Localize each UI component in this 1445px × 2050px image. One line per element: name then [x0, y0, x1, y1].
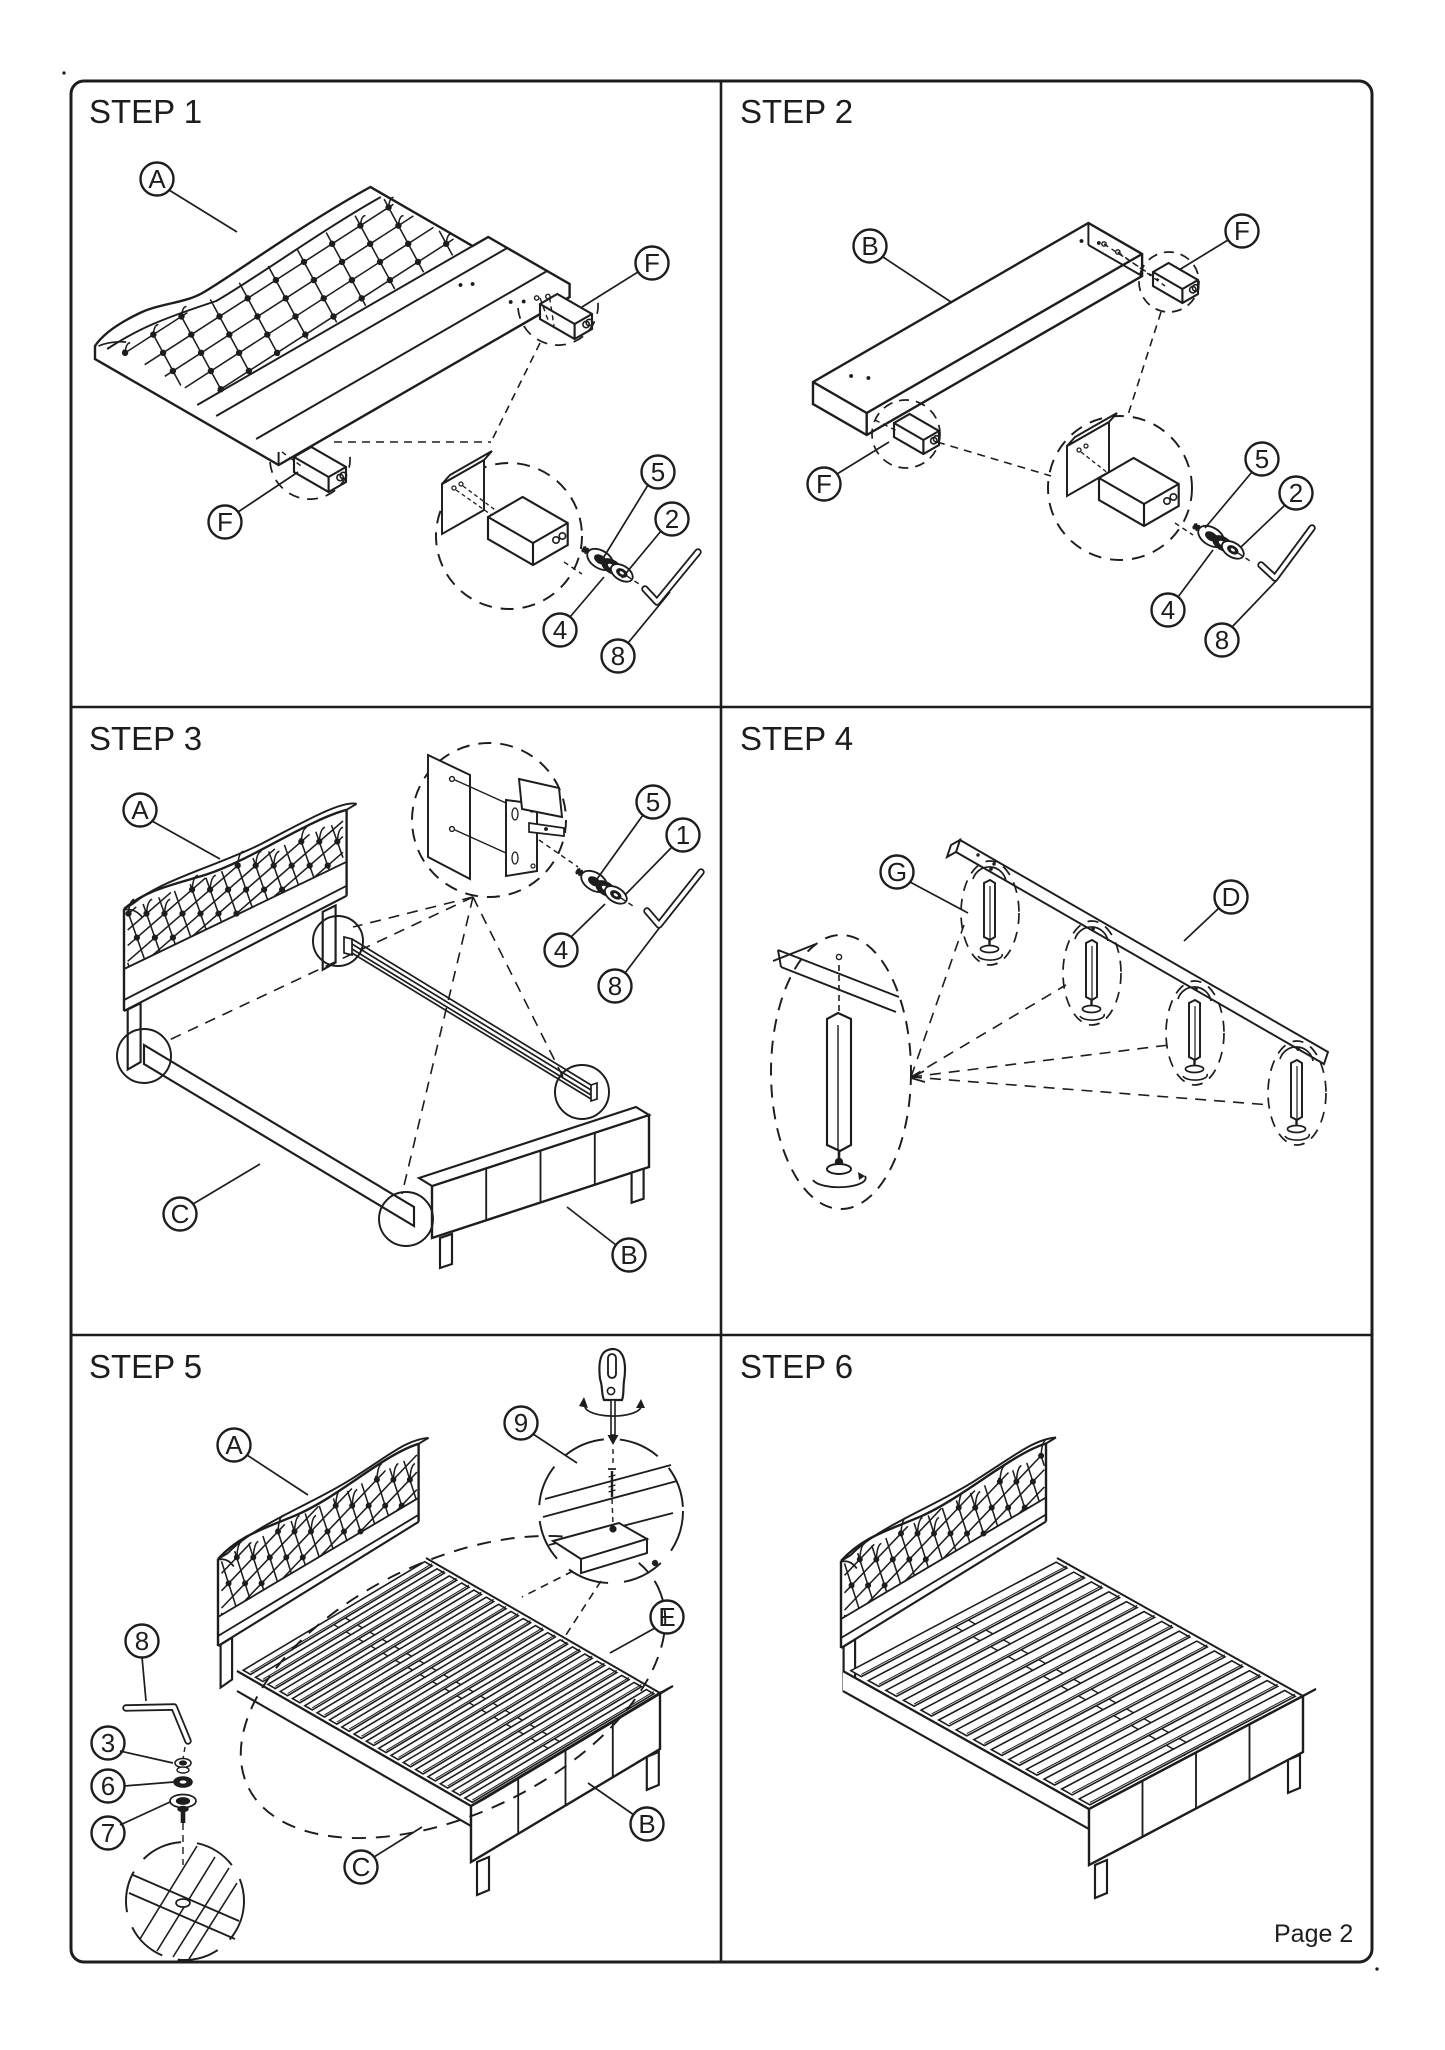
svg-text:F: F	[1234, 216, 1250, 246]
svg-text:4: 4	[1161, 595, 1175, 625]
svg-text:8: 8	[135, 1626, 149, 1656]
svg-text:9: 9	[514, 1408, 528, 1438]
svg-text:F: F	[217, 507, 233, 537]
svg-text:A: A	[225, 1430, 243, 1460]
svg-text:STEP 2: STEP 2	[740, 93, 853, 130]
svg-text:3: 3	[101, 1728, 115, 1758]
svg-text:D: D	[1222, 882, 1241, 912]
svg-text:5: 5	[1255, 444, 1269, 474]
svg-text:B: B	[620, 1240, 637, 1270]
svg-text:5: 5	[651, 457, 665, 487]
svg-text:2: 2	[1289, 478, 1303, 508]
svg-text:B: B	[638, 1809, 655, 1839]
svg-text:1: 1	[676, 820, 690, 850]
svg-text:F: F	[644, 248, 660, 278]
svg-text:8: 8	[611, 641, 625, 671]
svg-text:STEP 5: STEP 5	[89, 1348, 202, 1385]
svg-text:7: 7	[101, 1818, 115, 1848]
svg-text:Page 2: Page 2	[1274, 1920, 1353, 1948]
svg-text:G: G	[887, 857, 907, 887]
svg-text:4: 4	[553, 615, 567, 645]
svg-text:5: 5	[646, 787, 660, 817]
svg-text:STEP 4: STEP 4	[740, 720, 853, 757]
svg-text:A: A	[131, 795, 149, 825]
svg-text:A: A	[148, 164, 166, 194]
svg-text:C: C	[352, 1852, 371, 1882]
svg-text:8: 8	[1215, 625, 1229, 655]
svg-text:6: 6	[101, 1771, 115, 1801]
svg-text:STEP 3: STEP 3	[89, 720, 202, 757]
svg-text:B: B	[861, 231, 878, 261]
svg-text:STEP 6: STEP 6	[740, 1348, 853, 1385]
svg-text:F: F	[816, 469, 832, 499]
svg-text:4: 4	[554, 935, 568, 965]
svg-text:8: 8	[608, 971, 622, 1001]
svg-text:C: C	[171, 1199, 190, 1229]
svg-text:E: E	[658, 1602, 675, 1632]
svg-text:2: 2	[665, 504, 679, 534]
svg-text:STEP 1: STEP 1	[89, 93, 202, 130]
